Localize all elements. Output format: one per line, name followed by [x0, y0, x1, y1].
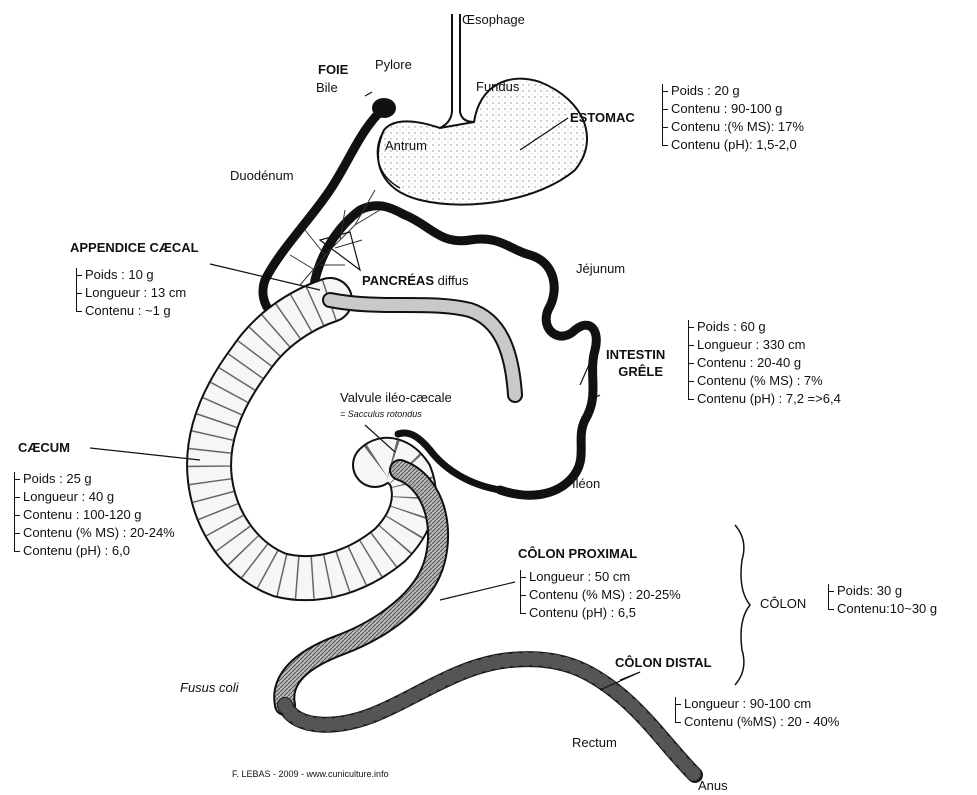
caecum-prop: Contenu (% MS) : 20-24% — [14, 524, 175, 542]
appendice-prop: Longueur : 13 cm — [76, 284, 186, 302]
label-colon-proximal: CÔLON PROXIMAL — [518, 546, 637, 562]
label-colon: CÔLON — [760, 596, 806, 612]
appendice-prop: Poids : 10 g — [76, 266, 186, 284]
estomac-prop: Contenu : 90-100 g — [662, 100, 804, 118]
colon-distal-prop: Contenu (%MS) : 20 - 40% — [675, 713, 839, 731]
caecum-prop: Contenu : 100-120 g — [14, 506, 175, 524]
colon-proximal-prop: Contenu (pH) : 6,5 — [520, 604, 681, 622]
colon-prop: Poids: 30 g — [828, 582, 937, 600]
colon-proximal-properties: Longueur : 50 cm Contenu (% MS) : 20-25%… — [520, 568, 681, 622]
label-pancreas-suffix: diffus — [438, 273, 469, 288]
label-valvule: Valvule iléo-cæcale — [340, 390, 452, 406]
label-fundus: Fundus — [476, 79, 519, 95]
label-pancreas-name: PANCRÉAS — [362, 273, 434, 288]
label-caecum: CÆCUM — [18, 440, 70, 456]
label-fusus-coli: Fusus coli — [180, 680, 239, 696]
credit-text: F. LEBAS - 2009 - www.cuniculture.info — [232, 766, 389, 782]
appendice-prop: Contenu : ~1 g — [76, 302, 186, 320]
label-intestin-line2: GRÊLE — [618, 364, 663, 379]
label-sacculus: = Sacculus rotondus — [340, 406, 422, 422]
colon-distal-prop: Longueur : 90-100 cm — [675, 695, 839, 713]
label-ileon: Iléon — [572, 476, 600, 492]
colon-proximal-prop: Contenu (% MS) : 20-25% — [520, 586, 681, 604]
label-appendice: APPENDICE CÆCAL — [70, 240, 199, 256]
estomac-prop: Contenu :(% MS): 17% — [662, 118, 804, 136]
caecum-prop: Longueur : 40 g — [14, 488, 175, 506]
caecum-properties: Poids : 25 g Longueur : 40 g Contenu : 1… — [14, 470, 175, 560]
label-oesophage: Œsophage — [462, 12, 525, 28]
intestin-prop: Contenu (% MS) : 7% — [688, 372, 841, 390]
caecum-prop: Poids : 25 g — [14, 470, 175, 488]
label-pylore: Pylore — [375, 57, 412, 73]
intestin-prop: Poids : 60 g — [688, 318, 841, 336]
label-intestin-line1: INTESTIN — [606, 347, 665, 362]
label-pancreas: PANCRÉAS diffus — [362, 273, 468, 289]
label-antrum: Antrum — [385, 138, 427, 154]
label-bile: Bile — [316, 80, 338, 96]
estomac-properties: Poids : 20 g Contenu : 90-100 g Contenu … — [662, 82, 804, 154]
intestin-prop: Contenu : 20-40 g — [688, 354, 841, 372]
label-colon-distal: CÔLON DISTAL — [615, 655, 712, 671]
intestin-prop: Contenu (pH) : 7,2 =>6,4 — [688, 390, 841, 408]
label-estomac: ESTOMAC — [570, 110, 635, 126]
colon-proximal-prop: Longueur : 50 cm — [520, 568, 681, 586]
colon-brace — [735, 525, 750, 685]
appendice-properties: Poids : 10 g Longueur : 13 cm Contenu : … — [76, 266, 186, 320]
label-jejunum: Jéjunum — [576, 261, 625, 277]
caecum-prop: Contenu (pH) : 6,0 — [14, 542, 175, 560]
colon-prop: Contenu:10~30 g — [828, 600, 937, 618]
intestin-prop: Longueur : 330 cm — [688, 336, 841, 354]
label-rectum: Rectum — [572, 735, 617, 751]
label-intestin: INTESTIN GRÊLE — [606, 346, 665, 380]
estomac-prop: Poids : 20 g — [662, 82, 804, 100]
colon-properties: Poids: 30 g Contenu:10~30 g — [828, 582, 937, 618]
label-duodenum: Duodénum — [230, 168, 294, 184]
label-foie: FOIE — [318, 62, 348, 78]
oesophagus-shape — [440, 14, 474, 128]
intestin-properties: Poids : 60 g Longueur : 330 cm Contenu :… — [688, 318, 841, 408]
estomac-prop: Contenu (pH): 1,5-2,0 — [662, 136, 804, 154]
label-anus: Anus — [698, 778, 728, 794]
colon-distal-properties: Longueur : 90-100 cm Contenu (%MS) : 20 … — [675, 695, 839, 731]
